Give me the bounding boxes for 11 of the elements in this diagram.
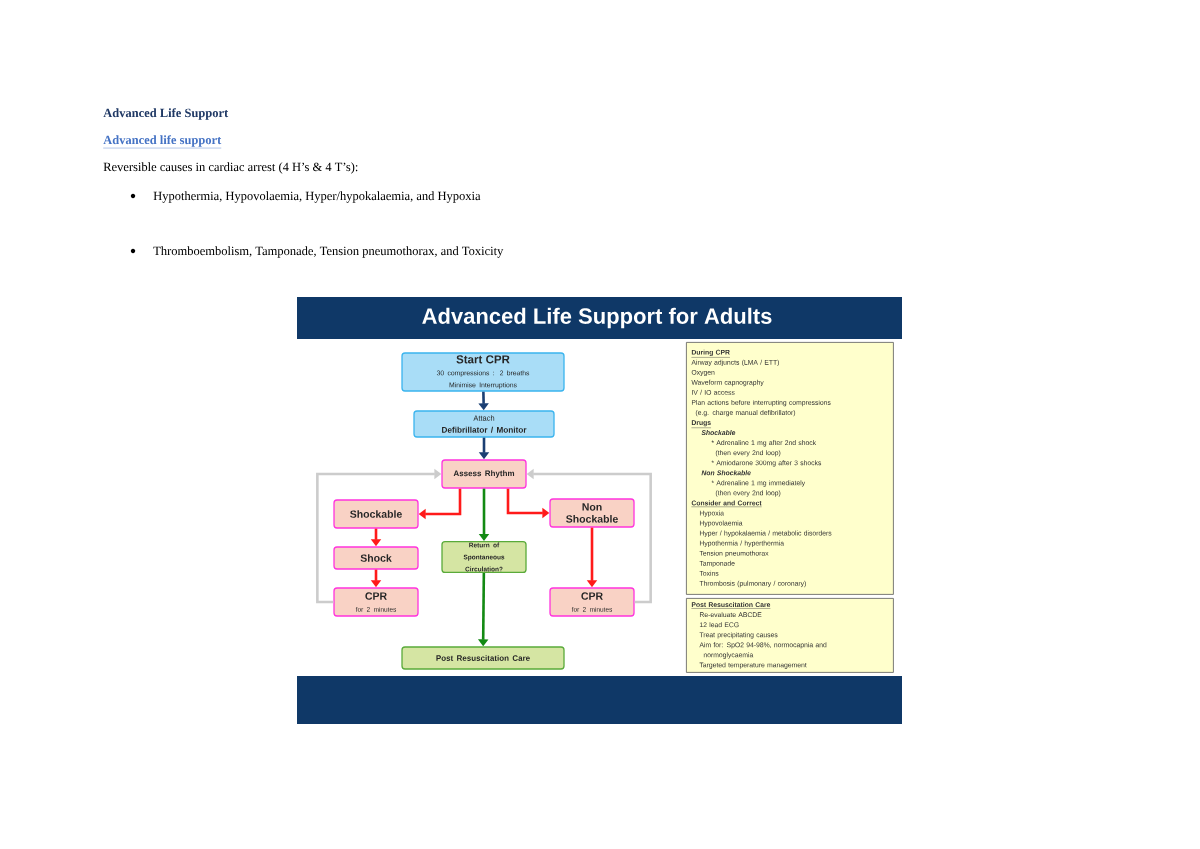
process-box: Assess Rhythm [441,459,527,489]
heading: Advanced Life Support [103,108,229,120]
body-text: Reversible causes in cardiac arrest (4 H’s & 4 T’s): [103,162,358,174]
process-box: Shockable [333,499,419,529]
title-banner: Advanced Life Support for Adults [297,297,902,339]
process-box: Post Resuscitation Care [401,646,565,670]
process-box: Non Shockable [549,498,635,528]
process-box: Shock [333,546,419,570]
link: Advanced life support [103,135,222,149]
list-item: Hypothermia, Hypovolaemia, Hyper/hypokalaemia, and Hypoxia [153,191,481,203]
list-item: Thromboembolism, Tamponade, Tension pneumothorax, and Toxicity [153,246,504,258]
